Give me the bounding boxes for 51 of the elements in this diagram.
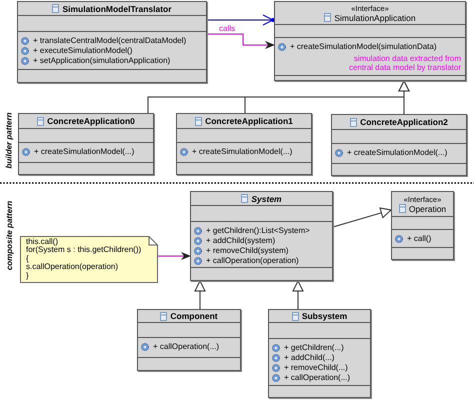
method-signature: + callOperation(...) — [153, 342, 220, 352]
connector-arrow — [206, 34, 275, 49]
method-signature: + getChildren():List<System> — [206, 226, 310, 236]
method-signature: + removeChild(...) — [284, 363, 348, 373]
class-box — [190, 191, 333, 281]
method-signature: + createSimulationModel(simulationData) — [290, 42, 437, 52]
method-signature: + removeChild(system) — [206, 246, 288, 256]
code-line: this.call() — [26, 238, 58, 246]
class-name: Subsystem — [302, 311, 348, 321]
method-signature: + createSimulationModel(...) — [34, 147, 134, 157]
class-box — [18, 113, 154, 175]
class-box — [137, 309, 241, 371]
note-text: simulation data extracted from central data model by translator — [348, 54, 462, 72]
class-name: Component — [170, 311, 218, 321]
interface-box — [391, 191, 454, 260]
class-box — [176, 113, 312, 175]
method-signature: + translateCentralModel(centralDataModel) — [33, 36, 186, 46]
section-label: composite pattern — [4, 200, 14, 270]
method-signature: + callOperation(...) — [284, 373, 350, 383]
edge-label: calls — [219, 24, 236, 33]
method-signature: + setApplication(simulationApplication) — [33, 56, 170, 66]
method-signature: + addChild(system) — [206, 236, 276, 246]
connector-arrow — [398, 80, 410, 114]
interface-box — [274, 1, 466, 81]
code-line: for(System s : this.getChildren()) — [26, 246, 142, 255]
method-signature: + createSimulationModel(...) — [192, 147, 292, 157]
code-line: } — [26, 272, 29, 280]
class-name: SimulationApplication — [334, 12, 416, 22]
class-name: ConcreteApplication0 — [47, 116, 135, 126]
class-box — [268, 309, 371, 398]
class-box — [17, 1, 207, 83]
connector-arrow — [206, 14, 276, 26]
method-signature: + executeSimulationModel() — [33, 46, 132, 56]
note-box — [20, 236, 158, 283]
method-signature: + getChildren(...) — [284, 343, 344, 353]
method-signature: + callOperation(operation) — [206, 256, 299, 266]
class-name: ConcreteApplication2 — [360, 117, 448, 127]
class-name: ConcreteApplication1 — [205, 116, 293, 126]
code-line: { — [26, 254, 29, 263]
method-signature: + addChild(...) — [284, 353, 334, 363]
connector-arrow — [158, 252, 191, 260]
method-signature: + createSimulationModel(...) — [347, 148, 448, 158]
method-signature: + call() — [407, 234, 432, 244]
class-name: SimulationModelTranslator — [62, 4, 172, 14]
connector-arrow — [292, 280, 304, 310]
connector-arrow — [332, 208, 392, 228]
class-name: System — [251, 194, 282, 204]
code-line: s.callOperation(operation) — [26, 263, 118, 272]
class-name: Operation — [408, 204, 446, 214]
connector-arrow — [194, 280, 206, 310]
class-box — [331, 114, 467, 176]
